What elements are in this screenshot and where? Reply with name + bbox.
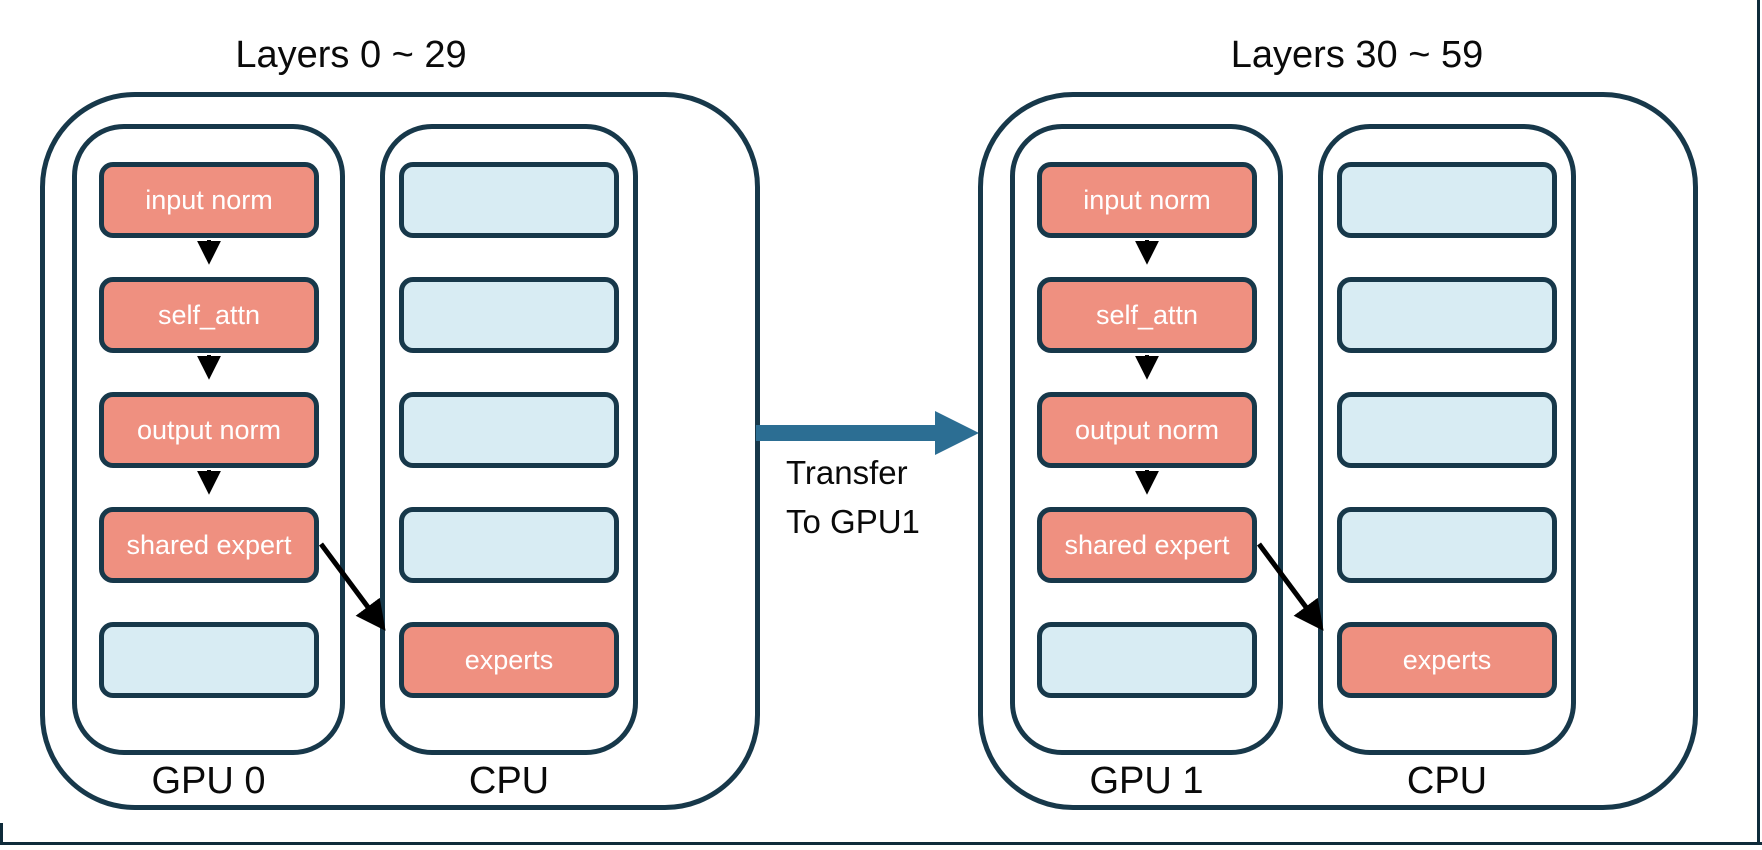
- block-empty: [399, 392, 619, 468]
- transfer-label-line1: Transfer: [786, 454, 908, 491]
- frame-right-line: [1757, 0, 1760, 845]
- cpu-label: CPU: [1406, 760, 1488, 802]
- transfer-label: Transfer To GPU1: [786, 448, 920, 546]
- block-empty: [1337, 162, 1557, 238]
- frame-bottom-line: [0, 842, 1762, 845]
- block-experts: experts: [1337, 622, 1557, 698]
- block-experts: experts: [399, 622, 619, 698]
- block-empty: [1337, 507, 1557, 583]
- transfer-arrow-icon: [756, 411, 979, 455]
- cpu-label: CPU: [468, 760, 550, 802]
- transfer-arrow-shape: [756, 411, 979, 455]
- block-empty: [1337, 392, 1557, 468]
- block-input-norm: input norm: [99, 162, 319, 238]
- block-shared-expert: shared expert: [99, 507, 319, 583]
- frame-left-line: [0, 823, 3, 845]
- block-empty: [399, 507, 619, 583]
- block-empty: [1337, 277, 1557, 353]
- block-input-norm: input norm: [1037, 162, 1257, 238]
- layer-group-30-59: Layers 30 ~ 59 input norm self_attn outp…: [978, 34, 1698, 810]
- block-empty: [399, 162, 619, 238]
- block-output-norm: output norm: [1037, 392, 1257, 468]
- block-empty: [1037, 622, 1257, 698]
- transfer-label-line2: To GPU1: [786, 503, 920, 540]
- group-title: Layers 0 ~ 29: [235, 34, 467, 76]
- gpu-label: GPU 0: [151, 760, 266, 802]
- block-self-attn: self_attn: [99, 277, 319, 353]
- block-empty: [99, 622, 319, 698]
- block-output-norm: output norm: [99, 392, 319, 468]
- block-self-attn: self_attn: [1037, 277, 1257, 353]
- layer-group-0-29: Layers 0 ~ 29 input norm self_attn outpu…: [40, 34, 760, 810]
- block-shared-expert: shared expert: [1037, 507, 1257, 583]
- gpu-label: GPU 1: [1089, 760, 1204, 802]
- block-empty: [399, 277, 619, 353]
- group-title: Layers 30 ~ 59: [1230, 34, 1484, 76]
